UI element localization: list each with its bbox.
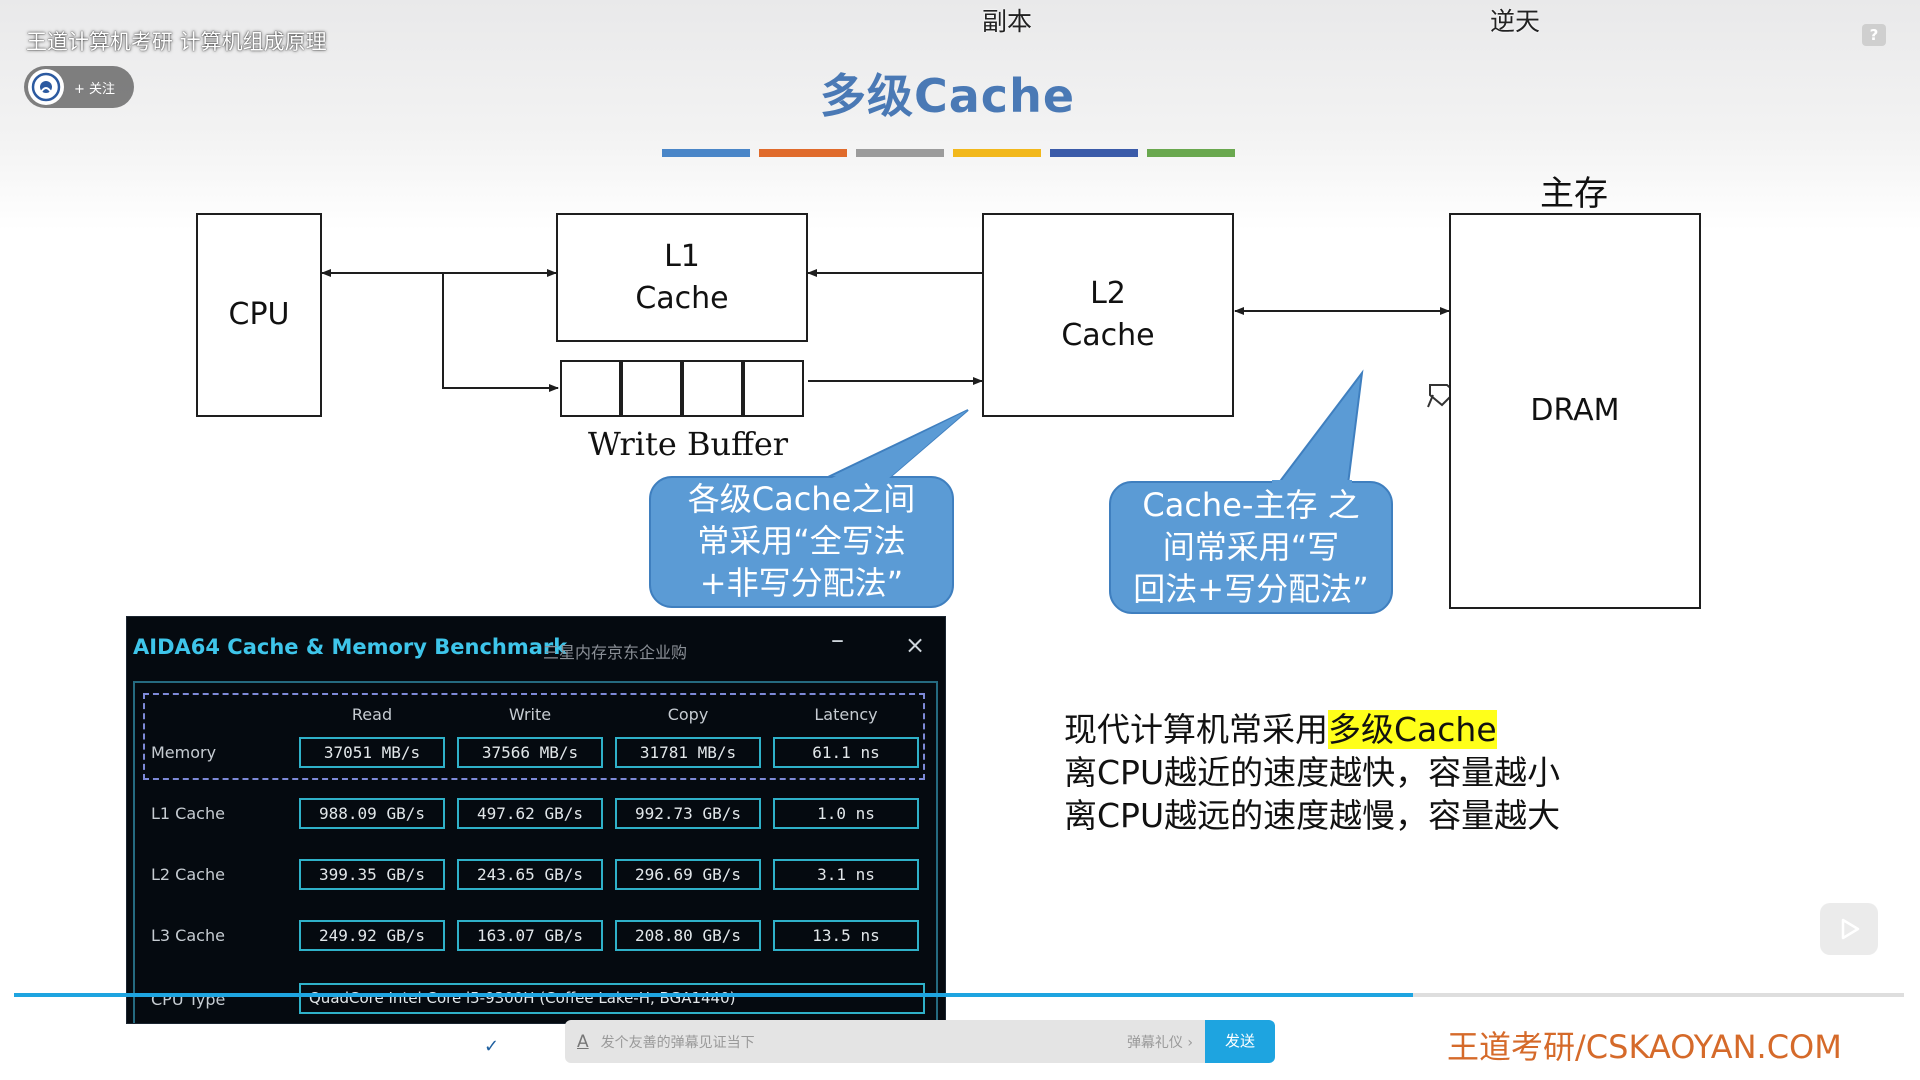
aida-row-label: L3 Cache [151,926,225,945]
danmaku-input[interactable]: A 发个友善的弹幕见证当下 弹幕礼仪 › [565,1020,1205,1063]
callout-right-shape [1109,369,1393,614]
aida-minimize-button[interactable]: – [831,625,844,655]
progress-bar[interactable] [14,993,1904,997]
aida-title: AIDA64 Cache & Memory Benchmark [133,635,568,659]
follow-button[interactable]: + 关注 [74,81,116,97]
aida-result-cell: 61.1 ns [773,737,919,768]
aida-result-cell: 13.5 ns [773,920,919,951]
slide-header-background [0,0,1920,230]
danmaku-etiquette-link[interactable]: 弹幕礼仪 › [1126,1034,1193,1051]
l2-cache-box: L2 Cache [982,213,1234,417]
l1-cache-label: L1 Cache [635,238,729,316]
play-icon [1841,918,1860,940]
summary-line-1: 现代计算机常采用多级Cache [1064,710,1497,749]
aida-row-label: L2 Cache [151,865,225,884]
aida-result-cell: 3.1 ns [773,859,919,890]
aida-memory-row-selection [143,693,925,780]
aida-result-cell: 37566 MB/s [457,737,603,768]
cpu-box: CPU [196,213,322,417]
aida-row-label: Memory [151,743,217,762]
summary-highlight: 多级Cache [1328,710,1497,749]
callout-left-text: 各级Cache之间 常采用“全写法 +非写分配法” [687,480,916,602]
write-buffer-slot [682,360,743,417]
aida-result-cell: 988.09 GB/s [299,798,445,829]
aida-close-button[interactable]: × [905,631,926,659]
pen-cursor-icon [1427,384,1457,408]
aida-cpu-type-value: QuadCore Intel Core i5-9300H (Coffee Lak… [299,983,925,1014]
aida-result-cell: 249.92 GB/s [299,920,445,951]
write-buffer-slot [560,360,621,417]
aida-result-cell: 497.62 GB/s [457,798,603,829]
danmaku-toggle-check-icon[interactable]: ✓ [484,1036,500,1057]
dram-label: DRAM [1530,393,1620,428]
l2-cache-label: L2 Cache [1061,276,1155,353]
aida-results-panel [133,681,938,1023]
slide-title: 多级Cache [820,69,1076,123]
site-watermark: 王道考研/CSKAOYAN.COM [1447,1028,1842,1066]
help-icon[interactable]: ? [1862,24,1886,46]
title-color-bar [953,149,1041,157]
cpu-writebuffer-arrow [442,273,559,392]
title-color-bar [759,149,847,157]
aida64-benchmark-window: AIDA64 Cache & Memory Benchmark 三星内存京东企业… [126,616,946,1024]
summary-line-2: 离CPU越近的速度越快，容量越小 [1064,753,1561,792]
callout-right-text: Cache-主存 之 间常采用“写 回法+写分配法” [1133,486,1369,608]
main-memory-label: 主存 [1540,174,1608,214]
uploader-badge[interactable]: + 关注 [24,66,134,108]
aida-result-cell: 31781 MB/s [615,737,761,768]
danmaku-comment: 逆天 [1490,7,1541,36]
aida-column-header: Read [351,705,393,724]
replay-button[interactable] [1820,903,1878,955]
danmaku-placeholder: 发个友善的弹幕见证当下 [600,1034,755,1051]
aida-result-cell: 163.07 GB/s [457,920,603,951]
title-color-bar [856,149,944,157]
aida-result-cell: 399.35 GB/s [299,859,445,890]
avatar[interactable] [28,69,64,105]
summary-text: 现代计算机常采用多级Cache 离CPU越近的速度越快，容量越小 离CPU越远的… [1064,708,1560,837]
send-button[interactable]: 发送 [1205,1020,1275,1063]
title-color-bar [1050,149,1138,157]
uploader-logo-icon [31,72,61,102]
aida-subtitle: 三星内存京东企业购 [543,643,688,662]
callout-left-shape [649,409,969,608]
dram-box: DRAM [1449,213,1701,609]
aida-result-cell: 1.0 ns [773,798,919,829]
aida-column-header: Write [508,705,552,724]
aida-result-cell: 243.65 GB/s [457,859,603,890]
aida-result-cell: 296.69 GB/s [615,859,761,890]
video-title: 王道计算机考研 计算机组成原理 [26,30,327,54]
summary-line-3: 离CPU越远的速度越慢，容量越大 [1064,796,1561,835]
progress-fill [14,993,1413,997]
aida-result-cell: 37051 MB/s [299,737,445,768]
title-color-bar [662,149,750,157]
l1-cache-box: L1 Cache [556,213,808,342]
aida-column-header: Latency [814,705,878,724]
cpu-label: CPU [228,297,290,332]
write-buffer-label: Write Buffer [588,425,789,463]
write-buffer-slot [621,360,682,417]
aida-result-cell: 992.73 GB/s [615,798,761,829]
write-buffer-slot [743,360,804,417]
danmaku-comment: 副本 [982,7,1033,36]
title-color-bar [1147,149,1235,157]
aida-column-header: Copy [667,705,709,724]
aida-result-cell: 208.80 GB/s [615,920,761,951]
aida-row-label: L1 Cache [151,804,225,823]
danmaku-style-icon[interactable]: A [577,1031,589,1052]
